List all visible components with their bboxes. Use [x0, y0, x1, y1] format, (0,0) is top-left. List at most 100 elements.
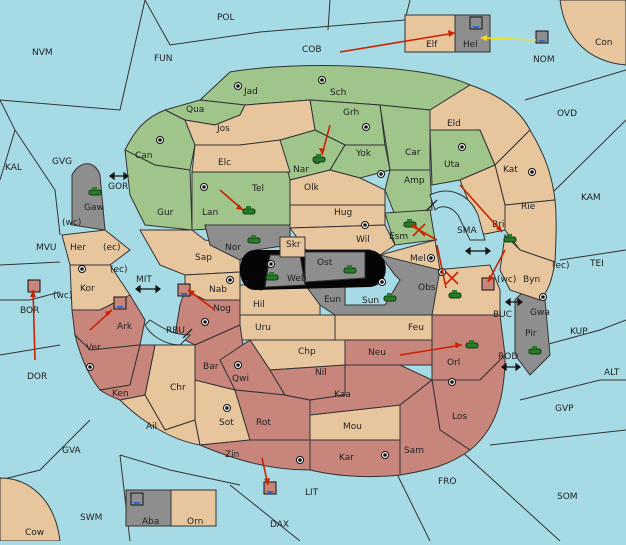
label-lan: Lan [202, 208, 218, 218]
label-sot: Sot [219, 418, 234, 428]
label-uru: Uru [255, 323, 271, 333]
label-ovd: OVD [557, 109, 577, 119]
tank-icon[interactable] [88, 187, 102, 196]
label-rot: Rot [256, 418, 271, 428]
label-mou: Mou [343, 422, 362, 432]
label-nar: Nar [293, 165, 309, 175]
province-her[interactable] [61, 229, 131, 266]
label-mit: MIT [136, 275, 152, 285]
label-sam: Sam [404, 446, 424, 456]
label-nom: NOM [533, 55, 555, 65]
label-nor: Nor [225, 243, 241, 253]
support-arrow [480, 35, 537, 41]
label-nab: Nab [209, 285, 227, 295]
province-eld[interactable] [429, 84, 531, 166]
supply-center-icon [78, 76, 547, 464]
label-kup: KUP [570, 327, 588, 337]
label-gvg: GVG [52, 157, 72, 167]
ship-icon[interactable] [130, 492, 144, 506]
label-ver: Ver [86, 343, 101, 353]
label-hil: Hil [253, 300, 265, 310]
province-ken[interactable] [98, 344, 156, 401]
province-orn[interactable] [170, 489, 217, 527]
label-jos: Jos [216, 124, 230, 134]
tank-icon[interactable] [503, 234, 517, 243]
ship-icon[interactable] [177, 283, 191, 297]
ship-icon[interactable] [535, 30, 549, 44]
label-tei: TEI [589, 259, 604, 269]
label-chp: Chp [298, 347, 316, 357]
label-neu: Neu [368, 348, 386, 358]
province-elc[interactable] [191, 139, 291, 173]
arrow-heads [30, 30, 502, 485]
ship-icon[interactable] [113, 296, 127, 310]
label-nog: Nog [213, 304, 231, 314]
province-rot[interactable] [234, 389, 311, 441]
label-kaa: Kaa [334, 390, 351, 400]
units [27, 16, 549, 506]
label-grh: Grh [343, 108, 359, 118]
label-qua: Qua [186, 105, 204, 115]
tank-icon[interactable] [448, 290, 462, 299]
label-ail: Ail [146, 422, 157, 432]
province-tel-lan[interactable] [191, 171, 291, 231]
label-kor: Kor [80, 284, 95, 294]
province-ost-inner[interactable] [304, 251, 366, 283]
label-tel: Tel [251, 184, 264, 194]
label-bar: Bar [203, 362, 219, 372]
adjacency-markers [109, 171, 523, 372]
province-kar[interactable] [309, 439, 401, 478]
label-pol: POL [217, 13, 235, 23]
province-ail[interactable] [118, 394, 201, 446]
label-feu: Feu [408, 323, 424, 333]
province-yok[interactable] [329, 144, 391, 179]
canal-rbu [144, 319, 192, 346]
province-neu[interactable] [344, 339, 433, 366]
province-skr-inner[interactable] [279, 236, 306, 258]
failed-order-marks [412, 223, 459, 285]
label-skr: Skr [286, 240, 301, 250]
label-byn: Byn [523, 275, 540, 285]
tank-icon[interactable] [465, 340, 479, 349]
tank-icon[interactable] [265, 272, 279, 281]
ship-icon[interactable] [481, 277, 495, 291]
label-web: Web [287, 274, 307, 284]
tank-icon[interactable] [528, 346, 542, 355]
ship-icon[interactable] [27, 279, 41, 293]
label-coast-wc-2: (wc) [53, 291, 72, 301]
label-gvp: GVP [555, 404, 574, 414]
label-mvu: MVU [36, 243, 57, 253]
province-byn[interactable] [499, 233, 556, 301]
label-bor: BOR [20, 306, 39, 316]
label-ark: Ark [117, 322, 133, 332]
tank-icon[interactable] [343, 265, 357, 274]
label-dor: DOR [27, 372, 47, 382]
label-aba: Aba [142, 517, 159, 527]
tank-icon[interactable] [247, 235, 261, 244]
label-coast-ec-3: (ec) [552, 261, 570, 271]
supply-centers [78, 76, 547, 464]
label-cob: COB [302, 45, 322, 55]
label-pir: Pir [525, 329, 537, 339]
island-gaw[interactable] [71, 163, 106, 231]
label-rod: ROD [498, 352, 518, 362]
label-car: Car [405, 148, 421, 158]
province-kaa[interactable] [309, 364, 433, 416]
label-hug: Hug [334, 208, 352, 218]
label-orn: Orn [187, 517, 203, 527]
label-kal: KAL [5, 163, 22, 173]
label-mel: Mel [410, 254, 426, 264]
label-eun: Eun [324, 295, 341, 305]
tank-icon[interactable] [383, 293, 397, 302]
label-alt: ALT [604, 368, 620, 378]
label-buc: BUC [493, 310, 512, 320]
tank-icon[interactable] [242, 206, 256, 215]
label-kam: KAM [581, 193, 601, 203]
ship-icon[interactable] [469, 16, 483, 30]
tank-icon[interactable] [312, 154, 326, 163]
landmass [61, 65, 557, 478]
label-bri: Bri [492, 220, 504, 230]
ship-icon[interactable] [263, 481, 277, 495]
label-sma: SMA [457, 226, 477, 236]
